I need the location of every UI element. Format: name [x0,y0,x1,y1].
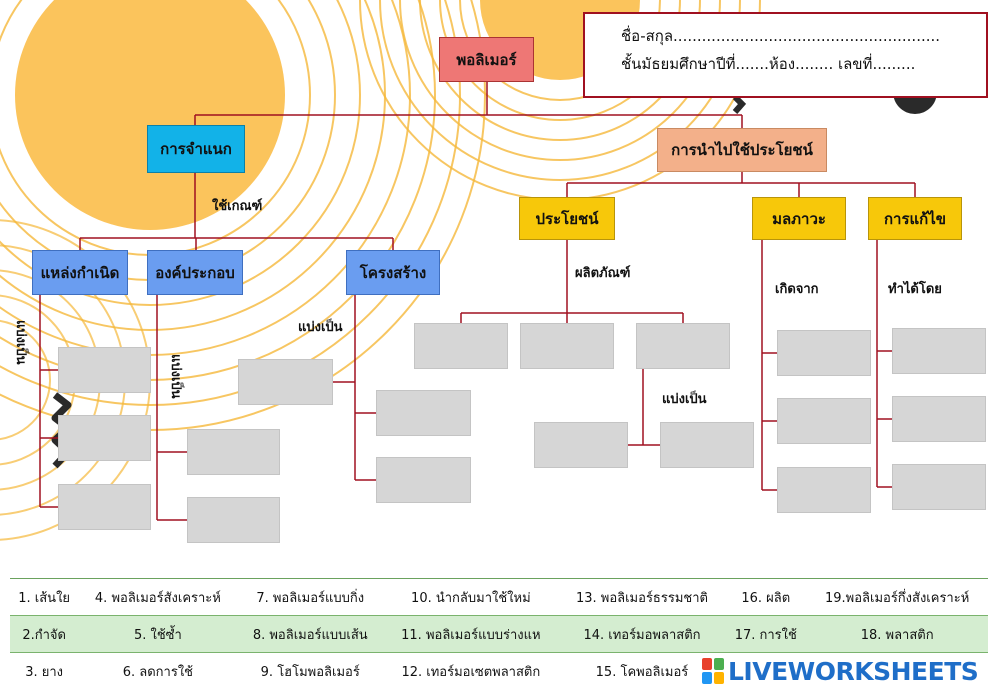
answer-slot-product-3[interactable] [636,323,730,369]
answer-slot-solution-1[interactable] [892,328,986,374]
answer-slot-solution-2[interactable] [892,396,986,442]
word-bank-item[interactable]: 4. พอลิเมอร์สังเคราะห์ [78,578,238,616]
word-bank-item[interactable]: 8. พอลิเมอร์แบบเส้น [237,615,384,653]
source-box: แหล่งกำเนิด [32,250,128,295]
word-bank-item[interactable]: 11. พอลิเมอร์แบบร่างแห [383,615,559,653]
solution-box: การแก้ไข [868,197,962,240]
benefit-box: ประโยชน์ [519,197,615,240]
answer-slot-structure-3[interactable] [376,457,471,503]
criteria-label: ใช้เกณฑ์ [212,199,263,214]
word-bank-item[interactable]: 6. ลดการใช้ [78,652,238,690]
answer-slot-composition-2[interactable] [187,497,280,543]
liveworksheets-logo: LIVEWORKSHEETS [698,656,979,686]
liveworksheets-logo-mark [702,658,724,684]
done-by-label: ทำได้โดย [888,282,942,297]
answer-slot-product-1[interactable] [414,323,508,369]
classify-box: การจำแนก [147,125,245,173]
word-bank-item[interactable]: 19.พอลิเมอร์กึ่งสังเคราะห์ [806,578,988,616]
use-box: การนำไปใช้ประโยชน์ [657,128,827,172]
answer-slot-source-1[interactable] [58,347,151,393]
composition-split-label: แบ่งเป็น [168,354,183,399]
word-bank-item[interactable]: 13. พอลิเมอร์ธรรมชาติ [558,578,726,616]
answer-slot-composition-1[interactable] [187,429,280,475]
answer-slot-pollution-1[interactable] [777,330,871,376]
word-bank-item[interactable]: 5. ใช้ซ้ำ [78,615,238,653]
structure-box: โครงสร้าง [346,250,440,295]
word-bank-item[interactable]: 3. ยาง [10,652,79,690]
word-bank-item[interactable]: 10. นำกลับมาใช้ใหม่ [383,578,559,616]
composition-box: องค์ประกอบ [147,250,243,295]
answer-slot-pollution-3[interactable] [777,467,871,513]
caused-by-label: เกิดจาก [775,282,819,297]
name-line: ชื่อ-สกุล...............................… [621,27,941,45]
answer-slot-product-2[interactable] [520,323,614,369]
answer-slot-structure-2[interactable] [376,390,471,436]
product-label: ผลิตภัณฑ์ [575,266,631,281]
word-bank-item[interactable]: 9. โฮโมพอลิเมอร์ [237,652,384,690]
logo-text: LIVEWORKSHEETS [728,656,979,686]
logo-square-4 [714,672,724,684]
word-bank-item[interactable]: 18. พลาสติก [806,615,988,653]
pollution-box: มลภาวะ [752,197,846,240]
word-bank-item[interactable]: 1. เส้นใย [10,578,79,616]
student-info-box: ชื่อ-สกุล...............................… [583,12,988,98]
answer-slot-solution-3[interactable] [892,464,986,510]
word-bank-item[interactable]: 12. เทอร์มอเซตพลาสติก [383,652,559,690]
word-bank-item[interactable]: 15. โคพอลิเมอร์ [558,652,726,690]
class-line: ชั้นมัธยมศึกษาปีที่.......ห้อง........ เ… [621,55,916,73]
answer-slot-product-type-2[interactable] [660,422,754,468]
word-bank-item[interactable]: 7. พอลิเมอร์แบบกิ่ง [237,578,384,616]
answer-slot-product-type-1[interactable] [534,422,628,468]
product-split-label: แบ่งเป็น [662,392,707,407]
source-split-label: แบ่งเป็น [13,320,28,365]
logo-square-2 [714,658,724,670]
word-bank-item[interactable]: 2.กำจัด [10,615,79,653]
logo-square-1 [702,658,712,670]
answer-slot-structure-1[interactable] [238,359,333,405]
connector-lines [39,82,916,521]
word-bank-item[interactable]: 16. ผลิต [725,578,807,616]
answer-slot-source-2[interactable] [58,415,151,461]
word-bank-item[interactable]: 17. การใช้ [725,615,807,653]
answer-slot-source-3[interactable] [58,484,151,530]
structure-split-label: แบ่งเป็น [298,320,343,335]
answer-slot-pollution-2[interactable] [777,398,871,444]
logo-square-3 [702,672,712,684]
root-box-polymer: พอลิเมอร์ [439,37,534,82]
word-bank-item[interactable]: 14. เทอร์มอพลาสติก [558,615,726,653]
